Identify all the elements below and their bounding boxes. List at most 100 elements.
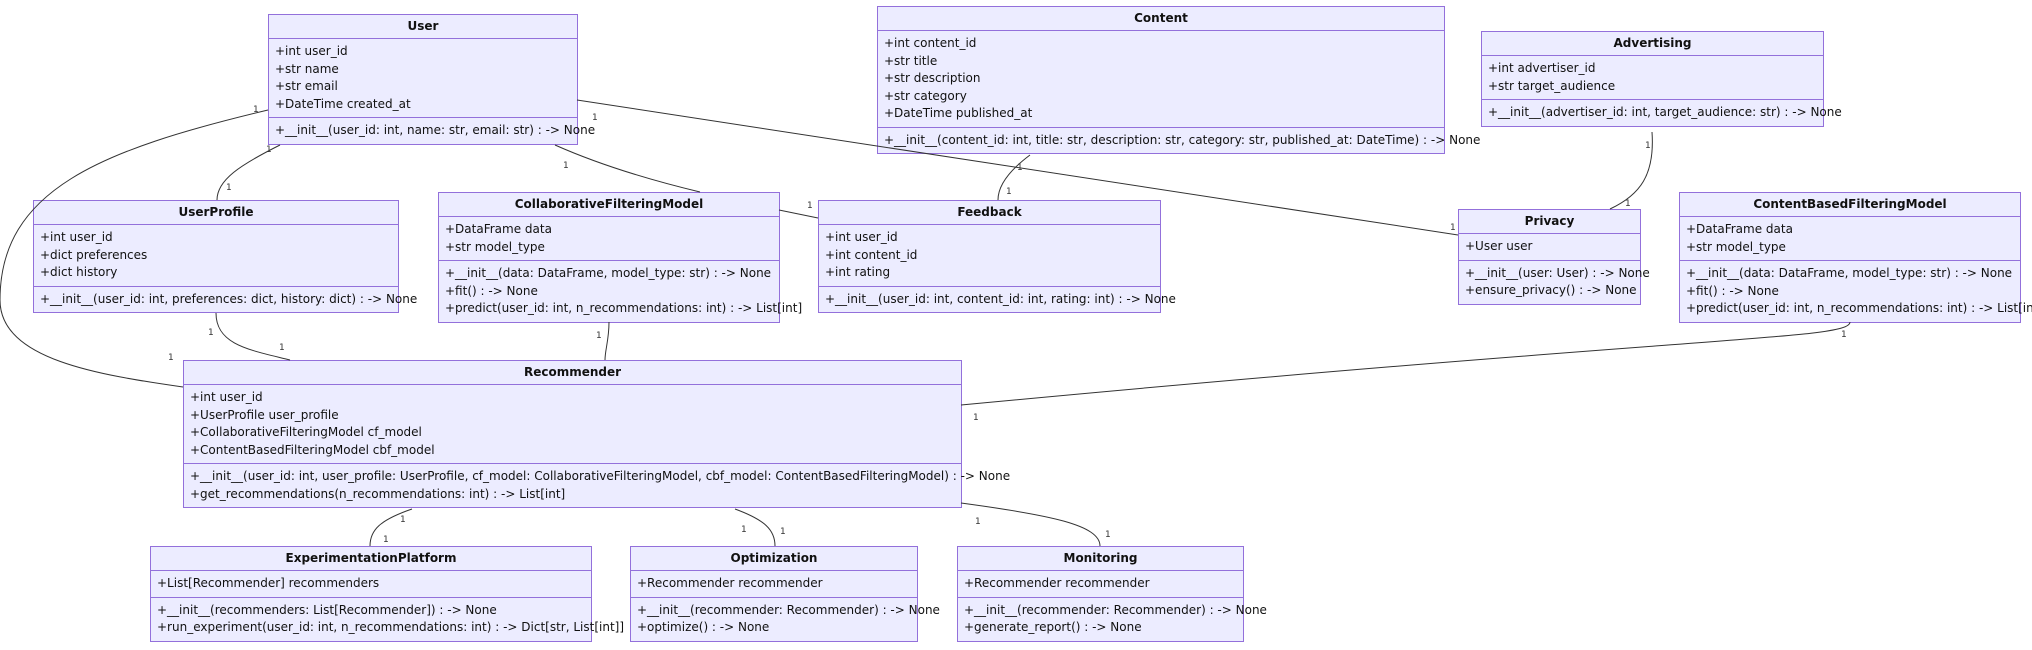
attribute: +int user_id — [40, 230, 113, 244]
method: +__init__(recommender: Recommender) : ->… — [964, 602, 1267, 617]
method: +get_recommendations(n_recommendations: … — [190, 486, 566, 501]
class-title: Content — [878, 7, 1444, 31]
attribute: +int user_id — [190, 390, 263, 404]
class-title: Optimization — [631, 547, 917, 571]
method: +__init__(recommenders: List[Recommender… — [157, 602, 497, 617]
multiplicity-label: 1 — [400, 515, 406, 525]
multiplicity-label: 1 — [279, 343, 285, 353]
method: +ensure_privacy() : -> None — [1465, 283, 1637, 297]
attribute: +DataFrame data — [445, 222, 552, 236]
attributes-section: +int user_id+str name+str email+DateTime… — [269, 39, 577, 118]
class-content-based-filtering-model[interactable]: ContentBasedFilteringModel+DataFrame dat… — [1679, 192, 2032, 323]
attribute: +int content_id — [825, 247, 918, 262]
attribute: +str model_type — [445, 239, 545, 254]
multiplicity-label: 1 — [1105, 530, 1111, 540]
multiplicity-label: 1 — [253, 105, 259, 115]
methods-section: +__init__(recommenders: List[Recommender… — [151, 598, 625, 641]
relation-content-based-filtering-model-recommender — [960, 321, 1851, 406]
methods-section: +__init__(data: DataFrame, model_type: s… — [1680, 261, 2032, 322]
relation-content-feedback — [997, 154, 1031, 201]
class-user[interactable]: User+int user_id+str name+str email+Date… — [268, 14, 595, 145]
multiplicity-label: 1 — [563, 161, 569, 171]
class-title: UserProfile — [34, 201, 398, 225]
attribute: +DataFrame data — [1686, 222, 1793, 236]
multiplicity-label: 1 — [741, 525, 747, 535]
method: +fit() : -> None — [445, 283, 538, 298]
class-user-profile[interactable]: UserProfile +int user_id +dict preferences… — [33, 200, 418, 313]
attributes-section: +Recommender recommender — [631, 571, 917, 598]
multiplicity-label: 1 — [226, 183, 232, 193]
attribute: +DateTime published_at — [884, 106, 1033, 120]
methods-section: +__init__(recommender: Recommender) : ->… — [958, 598, 1267, 641]
relation-advertising-privacy — [1609, 131, 1653, 210]
method: +predict(user_id: int, n_recommendations… — [1686, 301, 2032, 315]
method: +__init__(user_id: int, content_id: int,… — [825, 291, 1176, 306]
multiplicity-label: 1 — [592, 113, 598, 123]
multiplicity-label: 1 — [973, 413, 979, 423]
class-title: Privacy — [1459, 210, 1640, 234]
relation-user-user-profile — [216, 144, 281, 201]
class-experimentation-platform[interactable]: ExperimentationPlatform +List[Recommender… — [150, 546, 625, 642]
class-title: Feedback — [819, 201, 1160, 225]
attribute: +int user_id — [825, 230, 898, 244]
multiplicity-label: 1 — [266, 145, 272, 155]
methods-section: +__init__(user_id: int, name: str, email… — [269, 118, 595, 144]
attributes-section: +DataFrame data+str model_type — [1680, 217, 2020, 261]
class-collaborative-filtering-model[interactable]: CollaborativeFilteringModel +DataFrame da… — [438, 192, 803, 323]
method: +__init__(recommender: Recommender) : ->… — [637, 602, 940, 617]
class-advertising[interactable]: Advertising+int advertiser_id+str target… — [1481, 31, 1842, 127]
methods-section: +__init__(recommender: Recommender) : ->… — [631, 598, 940, 641]
class-optimization[interactable]: Optimization+Recommender recommender +__i… — [630, 546, 940, 642]
relation-recommender-monitoring — [960, 502, 1101, 547]
multiplicity-label: 1 — [780, 527, 786, 537]
class-content[interactable]: Content+int content_id+str title+str des… — [877, 6, 1480, 154]
attribute: +UserProfile user_profile — [190, 407, 339, 422]
multiplicity-label: 1 — [383, 535, 389, 545]
multiplicity-label: 1 — [1450, 223, 1456, 233]
multiplicity-label: 1 — [807, 201, 813, 211]
attribute: +str target_audience — [1488, 78, 1616, 93]
method: +fit() : -> None — [1686, 283, 1779, 298]
class-title: CollaborativeFilteringModel — [439, 193, 779, 217]
method: +predict(user_id: int, n_recommendations… — [445, 301, 803, 315]
attribute: +int rating — [825, 265, 891, 279]
attribute: +List[Recommender] recommenders — [157, 576, 380, 590]
method: +optimize() : -> None — [637, 620, 770, 634]
class-privacy[interactable]: Privacy +User user +__init__(user: User) :… — [1458, 209, 1650, 305]
multiplicity-label: 1 — [596, 331, 602, 341]
method: +__init__(data: DataFrame, model_type: s… — [1686, 266, 2013, 280]
method: +__init__(user_id: int, user_profile: Us… — [190, 469, 1011, 483]
methods-section: +__init__(user_id: int, content_id: int,… — [819, 287, 1176, 313]
method: +run_experiment(user_id: int, n_recommen… — [157, 620, 625, 634]
methods-section: +__init__(user_id: int, preferences: dic… — [34, 287, 418, 313]
attribute: +Recommender recommender — [964, 576, 1150, 590]
method: +__init__(data: DataFrame, model_type: s… — [445, 266, 772, 280]
attribute: +str category — [884, 88, 967, 103]
methods-section: +__init__(user_id: int, user_profile: Us… — [184, 464, 1011, 507]
class-feedback[interactable]: Feedback+int user_id+int content_id+int … — [818, 200, 1176, 313]
attribute: +dict preferences — [40, 247, 148, 262]
methods-section: +__init__(user: User) : -> None +ensure_p… — [1459, 261, 1650, 304]
class-title: User — [269, 15, 577, 39]
attributes-section: +int advertiser_id+str target_audience — [1482, 56, 1823, 100]
method: +__init__(user_id: int, preferences: dic… — [40, 291, 418, 306]
multiplicity-label: 1 — [1841, 330, 1847, 340]
attributes-section: +int content_id+str title+str descriptio… — [878, 31, 1444, 128]
multiplicity-label: 1 — [208, 328, 214, 338]
relation-collaborative-filtering-model-feedback — [778, 209, 819, 219]
class-title: Monitoring — [958, 547, 1243, 571]
method: +generate_report() : -> None — [964, 620, 1142, 634]
methods-section: +__init__(advertiser_id: int, target_aud… — [1482, 100, 1842, 126]
class-title: ContentBasedFilteringModel — [1680, 193, 2020, 217]
attribute: +User user — [1465, 239, 1533, 253]
method: +__init__(user: User) : -> None — [1465, 265, 1650, 280]
attribute: +str email — [275, 79, 338, 93]
multiplicity-label: 1 — [1017, 163, 1023, 173]
class-monitoring[interactable]: Monitoring +Recommender recommender +__ini… — [957, 546, 1267, 642]
relation-user-profile-recommender — [215, 312, 291, 361]
class-recommender[interactable]: Recommender+int user_id+UserProfile user… — [183, 360, 1011, 508]
class-title: ExperimentationPlatform — [151, 547, 591, 571]
multiplicity-label: 1 — [168, 353, 174, 363]
attributes-section: +int user_id +int content_id +int rating — [819, 225, 1160, 287]
attribute: +str title — [884, 53, 938, 68]
